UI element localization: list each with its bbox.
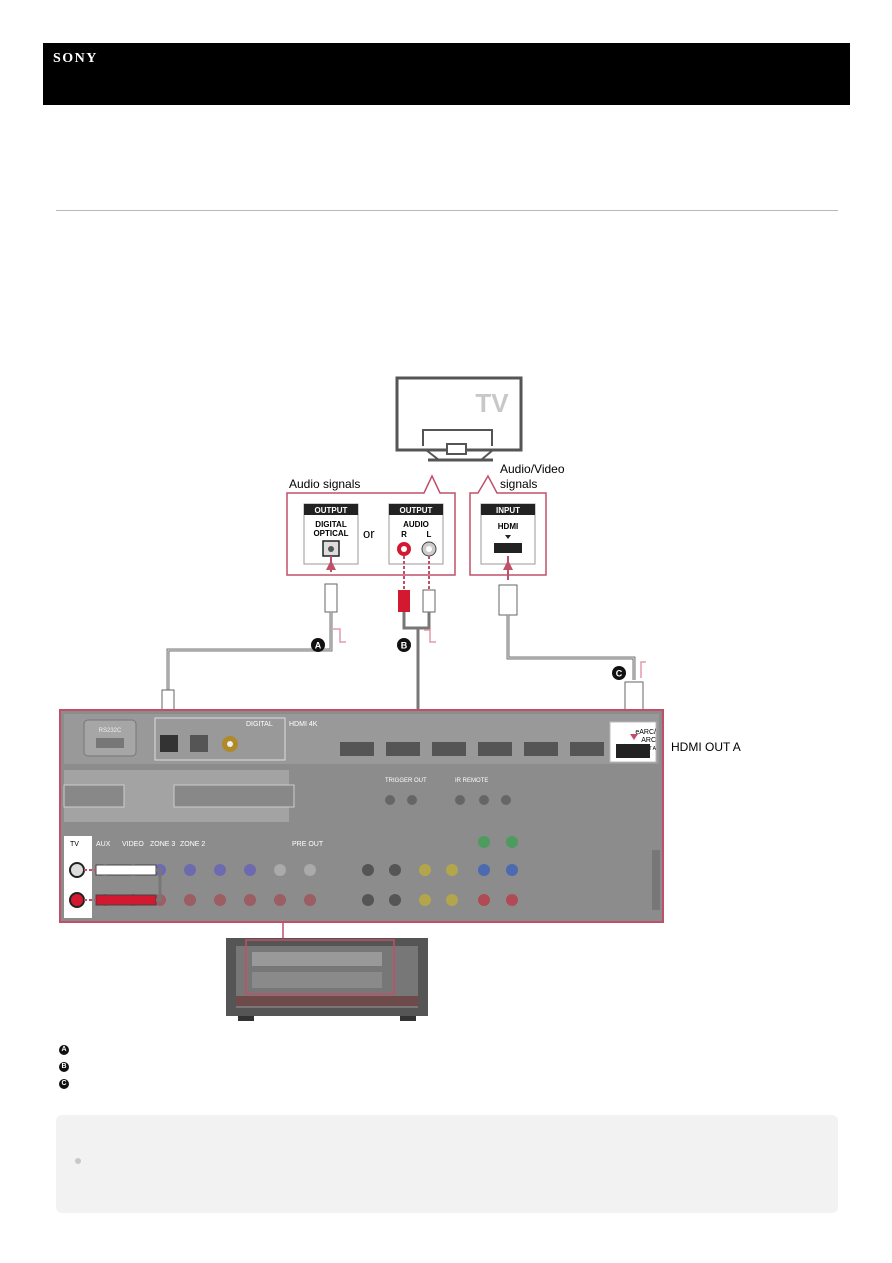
or-label: or: [363, 526, 375, 541]
sony-logo: SONY: [53, 51, 98, 66]
bullet-icon: [75, 1158, 81, 1164]
note-box: [56, 1115, 838, 1213]
cable-c-hdmi: [498, 556, 646, 717]
legend-badge-c: C: [59, 1078, 69, 1089]
cable-badge-a: A: [311, 638, 325, 652]
svg-text:RS232C: RS232C: [99, 728, 122, 734]
receiver-thumbnail: [226, 938, 428, 1021]
legend-item-a: A: [56, 1041, 69, 1058]
svg-text:DIGITAL: DIGITAL: [315, 520, 347, 529]
hdmi-input-jack: INPUT HDMI: [480, 503, 536, 565]
svg-text:OUTPUT: OUTPUT: [400, 506, 433, 515]
svg-text:VIDEO: VIDEO: [122, 841, 144, 848]
svg-text:PRE OUT: PRE OUT: [292, 841, 324, 848]
svg-text:AUX: AUX: [96, 841, 111, 848]
svg-text:OUTPUT: OUTPUT: [315, 506, 348, 515]
cable-badge-b: B: [397, 638, 411, 652]
svg-text:AUDIO: AUDIO: [403, 520, 429, 529]
svg-text:ARC: ARC: [641, 737, 656, 744]
svg-text:eARC/: eARC/: [635, 729, 656, 736]
legend-badge-b: B: [59, 1061, 69, 1072]
svg-text:TRIGGER OUT: TRIGGER OUT: [385, 778, 427, 784]
svg-text:C: C: [616, 669, 623, 679]
svg-text:OPTICAL: OPTICAL: [313, 529, 348, 538]
legend-badge-a: A: [59, 1044, 69, 1055]
svg-text:A: A: [315, 641, 322, 651]
svg-text:INPUT: INPUT: [496, 506, 520, 515]
receiver-rear-panel: RS232C DIGITAL HDMI 4K eARC/ ARC OUT A T…: [59, 709, 664, 923]
tv-icon: TV: [395, 376, 523, 462]
legend-item-b: B: [56, 1058, 69, 1075]
svg-text:DIGITAL: DIGITAL: [246, 721, 273, 728]
av-signals-label-1: Audio/Video: [500, 462, 565, 476]
connection-diagram: TV Audio signals Audio/Video signals OUT…: [0, 360, 892, 1040]
av-signals-label-2: signals: [500, 477, 537, 491]
legend-item-c: C: [56, 1075, 69, 1092]
svg-text:B: B: [401, 641, 408, 651]
cable-legend: A B C: [56, 1041, 69, 1092]
svg-text:R: R: [401, 530, 407, 539]
tv-text: TV: [475, 388, 509, 418]
svg-text:TV: TV: [70, 841, 79, 848]
hdmi-out-a-label: HDMI OUT A: [671, 740, 741, 754]
analog-audio-output-jack: OUTPUT AUDIO R L: [388, 503, 444, 565]
svg-text:IR REMOTE: IR REMOTE: [455, 778, 488, 784]
cable-a-optical: [161, 556, 346, 719]
svg-text:ZONE 2: ZONE 2: [180, 841, 205, 848]
divider: [56, 210, 838, 211]
svg-text:ZONE 3: ZONE 3: [150, 841, 175, 848]
cable-badge-c: C: [612, 666, 626, 680]
page-header: SONY: [43, 43, 850, 105]
svg-text:HDMI 4K: HDMI 4K: [289, 721, 318, 728]
audio-signals-label: Audio signals: [289, 477, 360, 491]
svg-text:HDMI: HDMI: [498, 522, 518, 531]
diagram-illustration: TV Audio signals Audio/Video signals OUT…: [59, 376, 741, 1021]
optical-output-jack: OUTPUT DIGITAL OPTICAL: [303, 503, 359, 565]
svg-text:L: L: [427, 530, 432, 539]
